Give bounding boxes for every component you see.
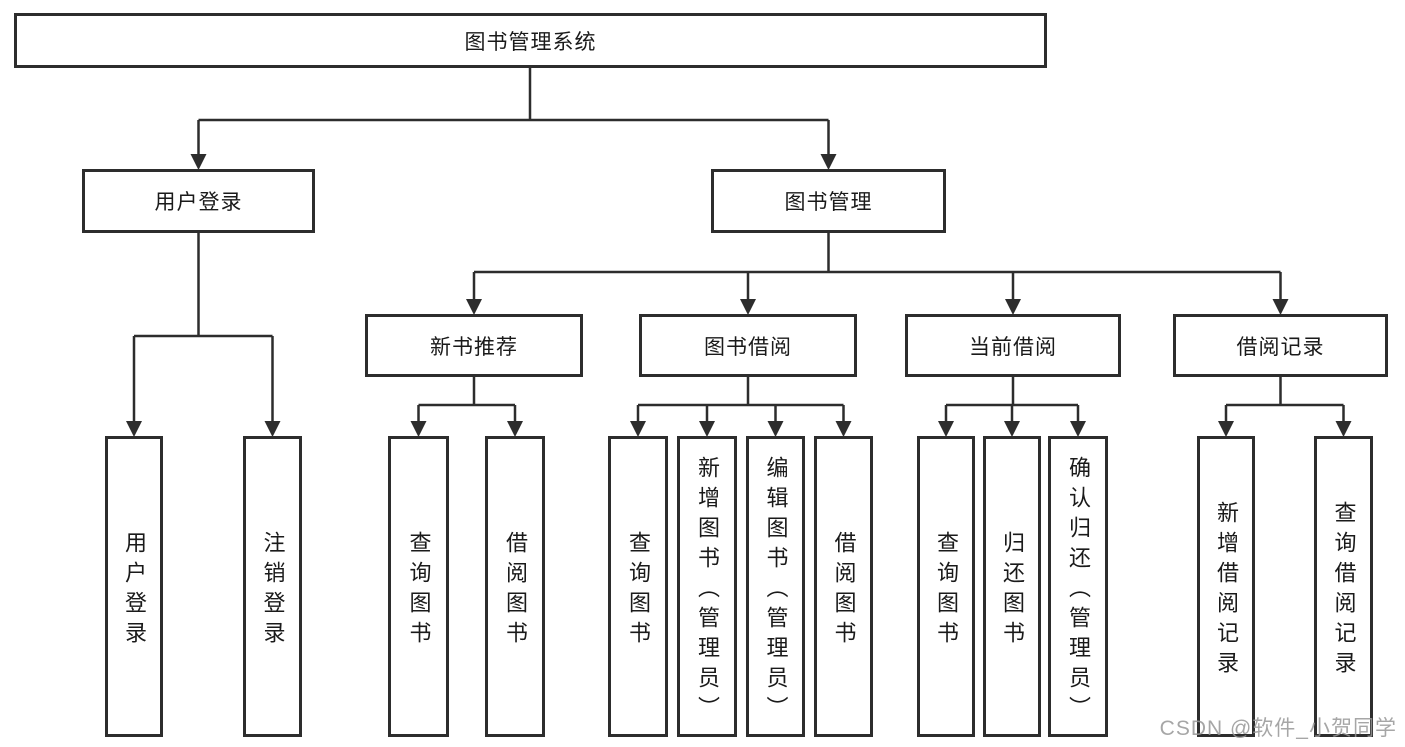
node-label: 借阅图书 [503, 530, 528, 651]
connector-group-new-book [410, 377, 523, 437]
leaf-add-borrow-record: 新增借阅记录 [1197, 436, 1255, 737]
csdn-watermark: CSDN @软件_小贺同学 [1159, 717, 1397, 740]
connector-group-book-management [466, 233, 1289, 315]
leaf-query-books-borrow: 查询图书 [608, 436, 668, 737]
node-book-management: 图书管理 [711, 169, 946, 233]
node-label: 查询图书 [626, 530, 651, 651]
node-label: 查询借阅记录 [1331, 500, 1357, 681]
connector-group-book-borrow [630, 377, 852, 437]
node-label: 确认归还（管理员） [1066, 455, 1091, 726]
leaf-query-borrow-record: 查询借阅记录 [1314, 436, 1373, 737]
node-borrowing-records: 借阅记录 [1173, 314, 1388, 377]
connector-group-user-login [126, 233, 281, 437]
node-label: 图书借阅 [704, 335, 792, 359]
node-label: 查询图书 [406, 530, 432, 651]
leaf-edit-books-admin: 编辑图书（管理员） [746, 436, 805, 737]
node-label: 查询图书 [934, 530, 959, 651]
node-new-book-recommendation: 新书推荐 [365, 314, 583, 377]
node-label: 用户登录 [122, 530, 147, 651]
node-label: 新书推荐 [430, 335, 518, 359]
leaf-return-books: 归还图书 [983, 436, 1041, 737]
node-label: 新增图书（管理员） [695, 455, 720, 726]
node-current-borrowing: 当前借阅 [905, 314, 1121, 377]
leaf-borrow-books-recommend: 借阅图书 [485, 436, 545, 737]
leaf-query-books-current: 查询图书 [917, 436, 975, 737]
node-label: 注销登录 [260, 530, 286, 651]
node-label: 归还图书 [1000, 530, 1025, 651]
connector-group-current-borrow [938, 377, 1086, 437]
node-book-borrowing: 图书借阅 [639, 314, 857, 377]
node-library-management-system: 图书管理系统 [14, 13, 1047, 68]
node-label: 图书管理 [784, 191, 873, 214]
node-label: 编辑图书（管理员） [763, 455, 789, 726]
connector-group-borrow-records [1218, 377, 1352, 437]
connector-group-root [190, 68, 837, 170]
leaf-confirm-return-admin: 确认归还（管理员） [1048, 436, 1108, 737]
leaf-borrow-books: 借阅图书 [814, 436, 873, 737]
node-label: 用户登录 [154, 191, 243, 214]
node-label: 图书管理系统 [464, 30, 597, 54]
leaf-user-login: 用户登录 [105, 436, 163, 737]
node-user-login: 用户登录 [82, 169, 315, 233]
node-label: 借阅记录 [1236, 335, 1325, 359]
node-label: 新增借阅记录 [1214, 500, 1239, 681]
leaf-add-books-admin: 新增图书（管理员） [677, 436, 737, 737]
leaf-query-books-recommend: 查询图书 [388, 436, 449, 737]
node-label: 当前借阅 [969, 335, 1057, 359]
node-label: 借阅图书 [831, 530, 857, 651]
leaf-logout: 注销登录 [243, 436, 302, 737]
